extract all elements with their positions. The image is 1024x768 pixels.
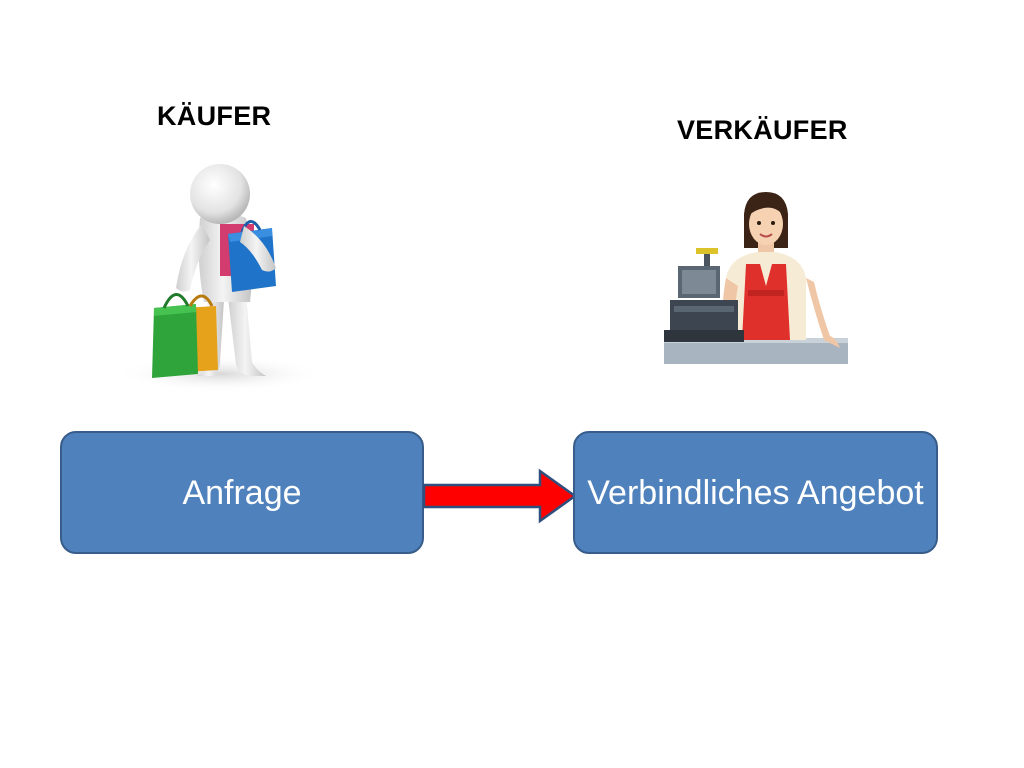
right-arrow-icon xyxy=(422,468,578,524)
request-label: Anfrage xyxy=(182,473,302,512)
buyer-label: KÄUFER xyxy=(157,101,272,131)
shopper-with-bags-icon xyxy=(100,152,342,398)
seller-label: VERKÄUFER xyxy=(677,115,848,145)
cashier-at-register-icon xyxy=(664,190,848,364)
offer-label: Verbindliches Angebot xyxy=(587,473,924,512)
request-box: Anfrage xyxy=(60,431,424,554)
offer-box: Verbindliches Angebot xyxy=(573,431,938,554)
